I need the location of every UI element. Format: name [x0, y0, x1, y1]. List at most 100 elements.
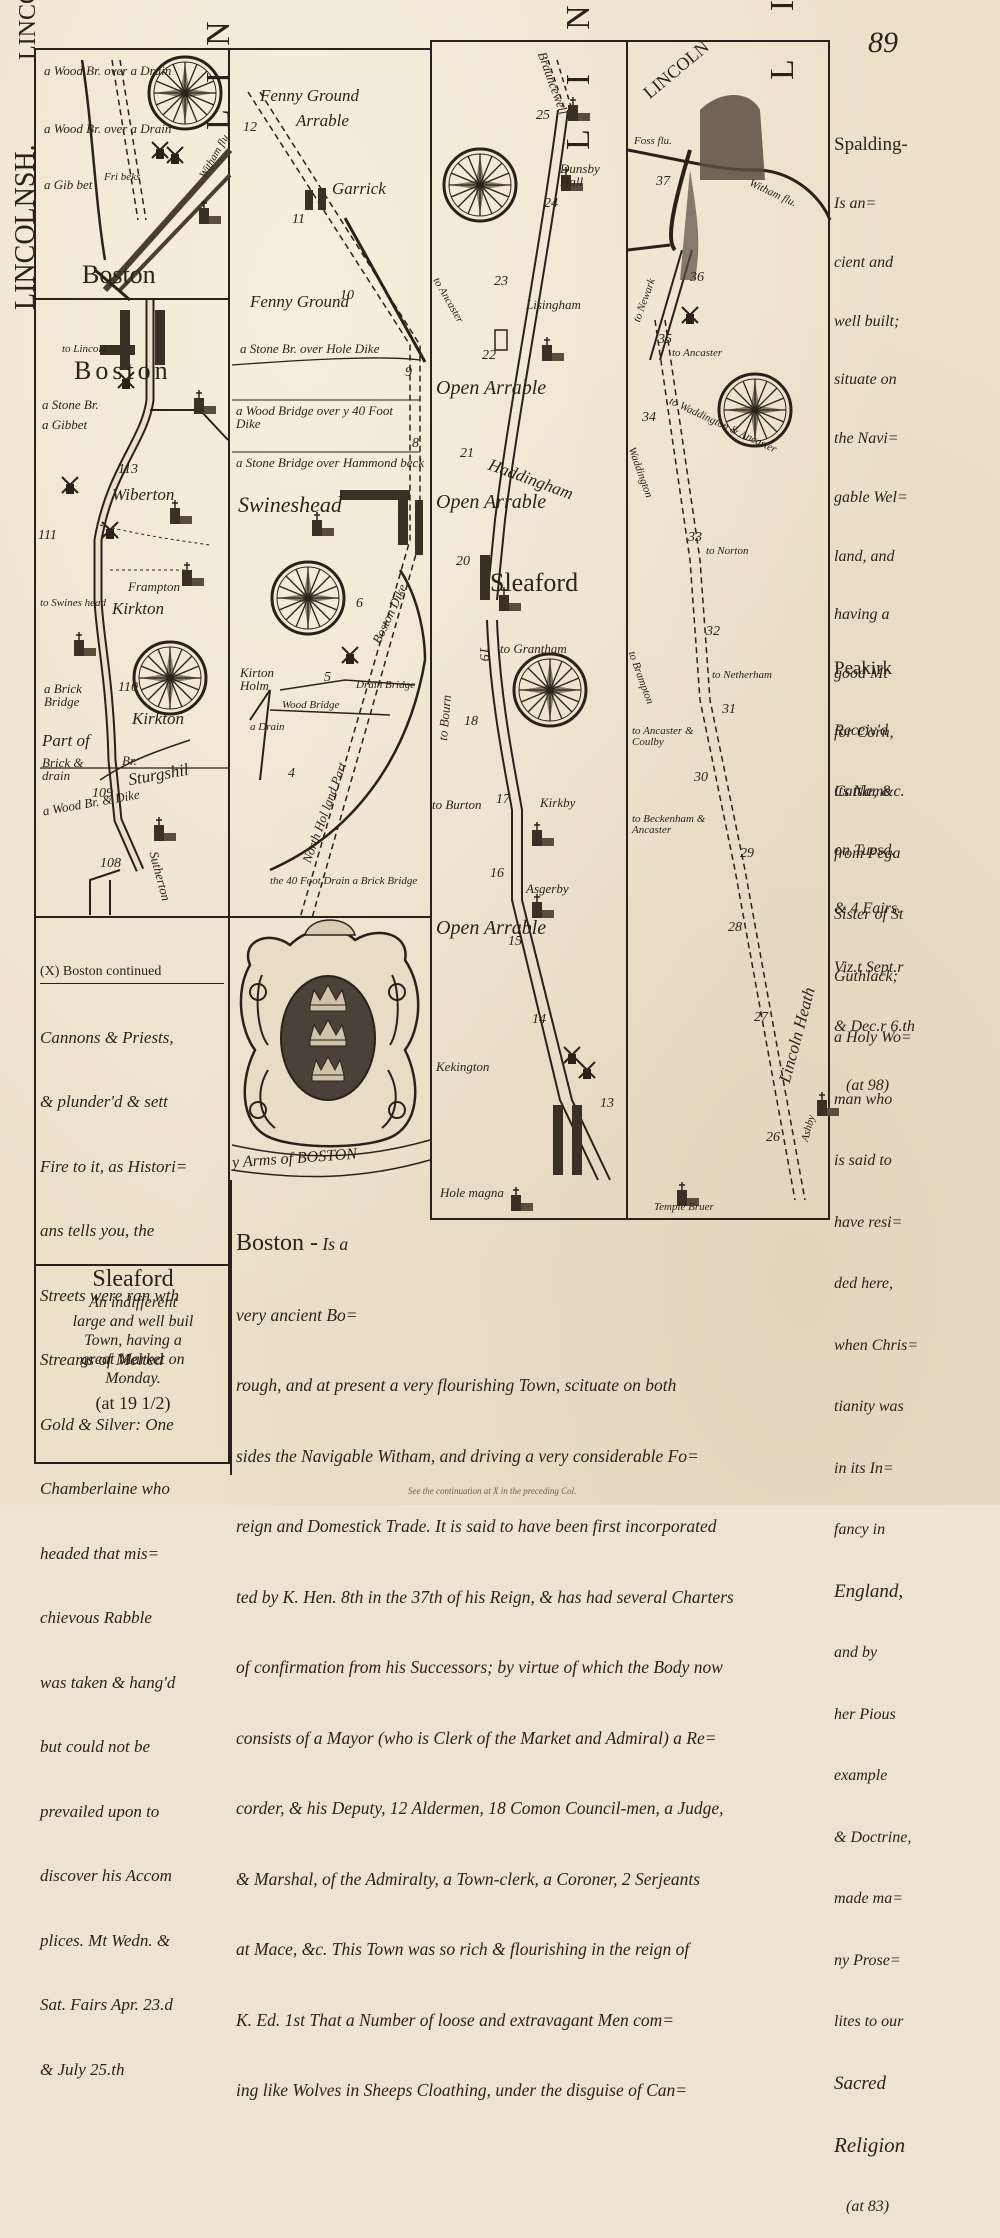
- milestone-21: 21: [460, 446, 474, 461]
- label-gibbet: a Gibbet: [42, 417, 88, 432]
- milestone-34: 34: [642, 410, 656, 425]
- spalding-note: Spalding- Is an= cient and well built; s…: [834, 134, 915, 1094]
- milestone-18: 18: [464, 714, 478, 729]
- label-kirkton-top: Kirkton: [112, 599, 164, 618]
- label-wood-bridge-40: a Wood Bridge over y 40 Foot Dike: [236, 403, 393, 431]
- label-arrable: Arrable: [296, 111, 349, 130]
- milestone-11: 11: [292, 212, 305, 227]
- peakirk-note: Peakirk Receiv'd its Name from Pega Sist…: [834, 618, 918, 2238]
- footnote: See the continuation at X in the precedi…: [408, 1486, 577, 1496]
- paper-background: [0, 0, 1000, 1505]
- label-stone-br: a Stone Br.: [42, 397, 99, 412]
- label-wiberton: Wiberton: [112, 485, 175, 504]
- milestone-26: 26: [766, 1130, 780, 1145]
- sleaford-note-title: Sleaford: [92, 1266, 174, 1292]
- label-to-swineshead: to Swines head: [40, 597, 106, 609]
- arms-box: [228, 916, 432, 1178]
- label-fenny-ground-2: Fenny Ground: [250, 292, 349, 311]
- milestone-23: 23: [494, 274, 508, 289]
- label-swineshead: Swineshead: [238, 492, 342, 517]
- label-to-beckenham: to Beckenham & Ancaster: [632, 813, 706, 836]
- milestone-35: 35: [658, 332, 672, 347]
- label-a-drain: a Drain: [250, 721, 285, 733]
- label-stone-br-hole: a Stone Br. over Hole Dike: [240, 341, 380, 356]
- county-label-strip-2: LINCOLNSH.: [200, 0, 237, 130]
- milestone-36: 36: [690, 270, 704, 285]
- milestone-111: 111: [38, 528, 57, 543]
- milestone-10: 10: [340, 288, 354, 303]
- strip-4-frame: [626, 40, 830, 1220]
- milestone-33: 33: [688, 530, 702, 545]
- milestone-24: 24: [544, 196, 558, 211]
- milestone-6: 6: [356, 596, 363, 611]
- page-number: 89: [868, 26, 898, 59]
- label-to-ancaster-lincoln: to Ancaster: [672, 347, 723, 359]
- label-fenny-ground-1: Fenny Ground: [260, 86, 359, 105]
- label-boston: Boston: [74, 356, 172, 385]
- county-label-strip-3: LINCOLNSH.: [560, 0, 597, 150]
- county-label-strip-4: LINCOLNSH.: [764, 0, 801, 80]
- milestone-27: 27: [754, 1010, 768, 1025]
- milestone-37: 37: [656, 174, 670, 189]
- label-dunsby-hall: Dunsby Hall: [560, 161, 600, 189]
- label-to-netherham: to Netherham: [712, 669, 772, 681]
- label-boston-top: Boston: [82, 260, 156, 289]
- boston-text-rule: [230, 1180, 232, 1475]
- boston-continued-text: (X) Boston continued Cannons & Priests, …: [40, 918, 224, 2102]
- label-kirkton: Kirkton: [132, 709, 184, 728]
- label-to-bourn: to Bourn: [435, 694, 454, 742]
- label-foss-flu: Foss flu.: [634, 135, 672, 147]
- milestone-22: 22: [482, 348, 496, 363]
- label-temple-bruer: Temple Bruer: [654, 1201, 714, 1213]
- boston-continued-heading: (X) Boston continued: [40, 961, 224, 984]
- milestone-16: 16: [490, 866, 504, 881]
- label-frampton: Frampton: [128, 579, 180, 594]
- milestone-8: 8: [412, 436, 419, 451]
- label-open-arrable-1: Open Arrable: [436, 377, 547, 399]
- label-wood-br-1: a Wood Br. over a Drain: [44, 63, 172, 78]
- milestone-20: 20: [456, 554, 470, 569]
- boston-description: Boston - Is a very ancient Bo= rough, an…: [236, 1230, 734, 2100]
- sleaford-note: Sleaford An indifferent large and well b…: [38, 1266, 228, 1413]
- label-drain-bridge: Drain Bridge: [356, 679, 415, 691]
- label-brick-bridge: a Brick Bridge: [44, 681, 82, 709]
- milestone-31: 31: [722, 702, 736, 717]
- label-garrick: Garrick: [332, 179, 386, 198]
- milestone-110: 110: [118, 680, 138, 695]
- sleaford-ref: (at 19 1/2): [95, 1393, 171, 1413]
- milestone-19: 19: [476, 647, 491, 661]
- milestone-113: 113: [118, 462, 138, 477]
- label-to-ancaster-coulby: to Ancaster & Coulby: [632, 725, 694, 748]
- milestone-30: 30: [694, 770, 708, 785]
- spalding-ref: (at 98): [846, 1076, 890, 1094]
- label-gibbet-top: a Gib bet: [44, 177, 93, 192]
- label-brick-drain: Brick & drain: [42, 755, 84, 783]
- label-kirkby: Kirkby: [540, 795, 576, 810]
- milestone-5: 5: [324, 670, 331, 685]
- milestone-9: 9: [405, 365, 412, 380]
- label-to-norton: to Norton: [706, 545, 749, 557]
- label-hole-magna: Hole magna: [440, 1185, 504, 1200]
- label-stone-bridge-hammond: a Stone Bridge over Hammond beck: [236, 455, 425, 470]
- label-kirton-holm: Kirton Holm: [240, 665, 274, 693]
- label-open-arrable-2: Open Arrable: [436, 491, 547, 513]
- milestone-108: 108: [100, 856, 121, 871]
- label-fribeks: Fri beks: [104, 171, 141, 183]
- label-sleaford: Sleaford: [490, 568, 579, 597]
- milestone-29: 29: [740, 846, 754, 861]
- milestone-28: 28: [728, 920, 742, 935]
- peakirk-ref: (at 83): [846, 2197, 890, 2215]
- arms-cartouche: [231, 919, 431, 1178]
- milestone-109: 109: [92, 786, 113, 801]
- peakirk-title: Peakirk: [834, 658, 893, 679]
- label-to-burton: to Burton: [432, 797, 482, 812]
- milestone-25: 25: [536, 108, 550, 123]
- label-to-lincoln: to Lincoln: [62, 343, 107, 355]
- label-to-grantham: to Grantham: [500, 641, 567, 656]
- spalding-title: Spalding-: [834, 134, 908, 156]
- sleaford-note-box: [34, 1264, 230, 1464]
- label-br: Br.: [122, 753, 137, 768]
- strip-1-divider: [34, 298, 230, 300]
- label-part-of: Part of: [42, 731, 90, 750]
- milestone-15: 15: [508, 934, 522, 949]
